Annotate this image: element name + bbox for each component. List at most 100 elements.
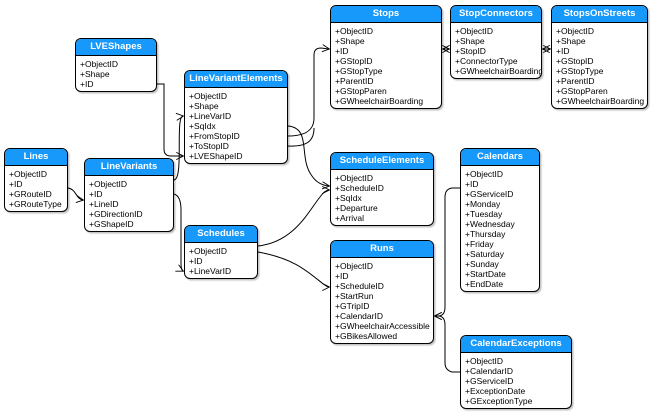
entity-attribute-list: +ObjectID+Shape+LineVarID+SqIdx+FromStop…	[185, 88, 287, 163]
entity-attribute: +GStopParen	[556, 86, 608, 96]
entity-attribute: +Monday	[465, 199, 501, 209]
entity-attribute: +ParentID	[556, 76, 595, 86]
entity-attribute: +ObjectID	[335, 173, 374, 183]
entity-attribute-list: +ObjectID+Shape+ID	[76, 56, 156, 91]
entity-attribute: +GWheelchairBoarding	[556, 96, 645, 106]
entity-attribute: +SqIdx	[189, 121, 216, 131]
entity-attribute: +ID	[465, 179, 479, 189]
entity-attribute: +ID	[80, 79, 94, 89]
entity-title: Calendars	[461, 149, 539, 166]
relationship-linevariantelements-stops	[287, 48, 329, 137]
entity-attribute: +LineVarID	[189, 266, 232, 276]
entity-attribute: +ID	[9, 179, 23, 189]
entity-title: LVEShapes	[76, 39, 156, 56]
entity-attribute: +CalendarID	[465, 366, 513, 376]
entity-attribute: +ObjectID	[465, 356, 504, 366]
entity-attribute-list: +ObjectID+CalendarID+GServiceID+Exceptio…	[461, 353, 571, 408]
entity-attribute: +Sunday	[465, 259, 499, 269]
entity-attribute: +Friday	[465, 239, 494, 249]
entity-attribute: +GWheelchairAccessible	[335, 321, 430, 331]
entity-attribute: +ObjectID	[189, 246, 228, 256]
entity-attribute-list: +ObjectID+ID+GServiceID+Monday+Tuesday+W…	[461, 166, 539, 291]
relationship-lines-linevariants	[67, 187, 83, 200]
entity-linevariantelements: LineVariantElements+ObjectID+Shape+LineV…	[184, 70, 288, 164]
entity-attribute-list: +ObjectID+Shape+StopID+ConnectorType+GWh…	[451, 23, 542, 78]
entity-attribute: +ID	[335, 46, 349, 56]
entity-attribute: +GStopID	[556, 56, 594, 66]
entity-attribute: +Saturday	[465, 249, 504, 259]
entity-attribute: +SqIdx	[335, 193, 362, 203]
entity-attribute: +Arrival	[335, 213, 365, 223]
relationship-schedules-runs	[257, 251, 329, 287]
entity-attribute: +StopID	[455, 46, 486, 56]
entity-attribute: +GStopParen	[335, 86, 387, 96]
entity-attribute: +GWheelchairBoarding	[455, 66, 542, 76]
entity-calendarexceptions: CalendarExceptions+ObjectID+CalendarID+G…	[460, 335, 572, 409]
relationship-runs-calendarexceptions	[435, 316, 460, 373]
entity-attribute: +GServiceID	[465, 189, 514, 199]
entity-attribute: +Shape	[335, 36, 365, 46]
entity-attribute-list: +ObjectID+ID+LineID+GDirectionID+GShapeI…	[85, 176, 173, 231]
entity-attribute: +GBikesAllowed	[335, 331, 398, 341]
entity-stops: Stops+ObjectID+Shape+ID+GStopID+GStopTyp…	[330, 5, 442, 109]
entity-attribute: +ObjectID	[80, 59, 119, 69]
entity-attribute: +LVEShapeID	[189, 151, 243, 161]
entity-attribute: +ScheduleID	[335, 281, 384, 291]
entity-title: ScheduleElements	[331, 153, 433, 170]
entity-attribute: +GStopID	[335, 56, 373, 66]
entity-attribute-list: +ObjectID+ID+ScheduleID+StartRun+GTripID…	[331, 258, 433, 343]
entity-attribute: +LineID	[89, 199, 119, 209]
entity-attribute: +ObjectID	[335, 26, 374, 36]
entity-attribute: +ObjectID	[465, 169, 504, 179]
relationship-runs-calendars	[435, 187, 460, 316]
entity-title: StopConnectors	[451, 6, 541, 23]
entity-attribute: +GServiceID	[465, 376, 514, 386]
entity-attribute: +GExceptionType	[465, 396, 533, 406]
entity-calendars: Calendars+ObjectID+ID+GServiceID+Monday+…	[460, 148, 540, 292]
entity-attribute: +Departure	[335, 203, 378, 213]
entity-attribute: +Wednesday	[465, 219, 515, 229]
entity-attribute: +StartDate	[465, 269, 506, 279]
entity-title: LineVariantElements	[185, 71, 287, 88]
entity-attribute: +ObjectID	[89, 179, 128, 189]
entity-attribute-list: +ObjectID+Shape+ID+GStopID+GStopType+Par…	[331, 23, 441, 108]
entity-stopsonstreets: StopsOnStreets+ObjectID+Shape+ID+GStopID…	[551, 5, 648, 109]
entity-attribute: +FromStopID	[189, 131, 240, 141]
entity-title: Lines	[5, 149, 67, 166]
entity-title: StopsOnStreets	[552, 6, 647, 23]
entity-attribute: +ID	[89, 189, 103, 199]
entity-attribute-list: +ObjectID+Shape+ID+GStopID+GStopType+Par…	[552, 23, 647, 108]
entity-attribute: +ObjectID	[455, 26, 494, 36]
entity-attribute: +StartRun	[335, 291, 374, 301]
entity-attribute: +ObjectID	[189, 91, 228, 101]
entity-attribute: +GWheelchairBoarding	[335, 96, 424, 106]
relationship-linevariants-schedules	[173, 193, 183, 271]
entity-attribute: +GRouteID	[9, 189, 52, 199]
entity-attribute: +ID	[335, 271, 349, 281]
entity-attribute: +ObjectID	[9, 169, 48, 179]
entity-attribute: +ScheduleID	[335, 183, 384, 193]
entity-stopconnectors: StopConnectors+ObjectID+Shape+StopID+Con…	[450, 5, 542, 79]
entity-attribute: +GStopType	[335, 66, 383, 76]
entity-title: Schedules	[185, 226, 257, 243]
entity-attribute: +ID	[556, 46, 570, 56]
entity-attribute: +Shape	[189, 101, 219, 111]
entity-attribute: +Shape	[556, 36, 586, 46]
entity-lveshapes: LVEShapes+ObjectID+Shape+ID	[75, 38, 157, 92]
entity-attribute: +ExceptionDate	[465, 386, 526, 396]
entity-attribute: +ID	[189, 256, 203, 266]
relationship-linevariants-linevariantelements	[173, 116, 183, 181]
entity-attribute: +Thursday	[465, 229, 506, 239]
entity-attribute-list: +ObjectID+ScheduleID+SqIdx+Departure+Arr…	[331, 170, 433, 225]
entity-scheduleelements: ScheduleElements+ObjectID+ScheduleID+SqI…	[330, 152, 434, 226]
entity-schedules: Schedules +ObjectID+ID+LineVarID	[184, 225, 258, 279]
entity-attribute: +GStopType	[556, 66, 604, 76]
entity-title: Runs	[331, 241, 433, 258]
entity-title: Stops	[331, 6, 441, 23]
entity-attribute: +GDirectionID	[89, 209, 143, 219]
entity-attribute: +ObjectID	[556, 26, 595, 36]
entity-lines: Lines+ObjectID+ID+GRouteID+GRouteType	[4, 148, 68, 212]
entity-attribute: +LineVarID	[189, 111, 232, 121]
entity-attribute-list: +ObjectID+ID+GRouteID+GRouteType	[5, 166, 67, 211]
